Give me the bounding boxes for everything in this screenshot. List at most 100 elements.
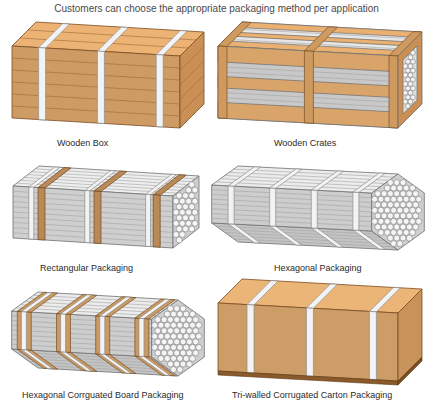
tube-end bbox=[176, 226, 182, 232]
tube-line bbox=[212, 209, 372, 217]
tube-end bbox=[391, 230, 397, 236]
tube-end bbox=[189, 215, 195, 221]
tube-end bbox=[161, 317, 167, 323]
corrugated-board bbox=[17, 349, 57, 369]
tube-end bbox=[372, 218, 378, 224]
tube-end bbox=[196, 344, 202, 350]
tube-end bbox=[179, 220, 185, 226]
end-face bbox=[398, 289, 422, 381]
steel-strap bbox=[247, 305, 254, 373]
tube-end bbox=[387, 213, 393, 219]
tube-end bbox=[174, 328, 180, 334]
pallet-skid bbox=[218, 371, 398, 385]
tube-end bbox=[381, 224, 387, 230]
tube-line bbox=[212, 199, 372, 207]
corrugated-board bbox=[135, 318, 149, 357]
tube-end bbox=[391, 185, 397, 191]
tube-line bbox=[212, 195, 372, 203]
tube-end bbox=[152, 333, 158, 339]
tube-end bbox=[411, 77, 416, 82]
tube-end bbox=[189, 333, 195, 339]
tube-end bbox=[189, 322, 195, 328]
steel-strap bbox=[97, 27, 128, 51]
caption: Rectangular Packaging bbox=[40, 263, 133, 274]
tube-end bbox=[189, 356, 195, 362]
tube-end bbox=[384, 230, 390, 236]
tube-end bbox=[180, 350, 186, 356]
tube-end bbox=[164, 356, 170, 362]
tube-end bbox=[174, 350, 180, 356]
tube-end bbox=[400, 235, 406, 241]
tri-walled-carton bbox=[218, 279, 422, 385]
tube-end bbox=[152, 322, 158, 328]
tube-end bbox=[186, 317, 192, 323]
tube-end bbox=[182, 215, 188, 221]
tube-end bbox=[384, 218, 390, 224]
steel-strap bbox=[100, 316, 105, 354]
tube-end bbox=[183, 322, 189, 328]
tube-end bbox=[180, 339, 186, 345]
tube-end bbox=[186, 339, 192, 345]
steel-strap bbox=[61, 314, 66, 352]
tube-end bbox=[189, 193, 195, 199]
tube-end bbox=[196, 322, 202, 328]
steel-strap bbox=[29, 187, 34, 239]
tube-end bbox=[406, 213, 412, 219]
plank-line bbox=[180, 61, 204, 85]
steel-strap bbox=[228, 167, 260, 186]
tube-end bbox=[179, 209, 185, 215]
tube-end bbox=[174, 317, 180, 323]
caption: Wooden Crates bbox=[274, 138, 336, 149]
steel-strap bbox=[85, 170, 116, 190]
bundle-face bbox=[212, 166, 398, 193]
tube-end bbox=[192, 187, 198, 193]
tube-end bbox=[403, 90, 408, 95]
tube-end bbox=[161, 350, 167, 356]
tube-end bbox=[400, 180, 406, 186]
tube-end bbox=[394, 191, 400, 197]
tube-end bbox=[192, 220, 198, 226]
tube-end bbox=[411, 95, 416, 100]
tube-line bbox=[12, 325, 152, 333]
tube-end bbox=[173, 198, 179, 204]
steel-strap bbox=[146, 194, 151, 246]
steel-strap bbox=[369, 287, 400, 311]
tube-end bbox=[406, 202, 412, 208]
steel-strap bbox=[39, 24, 70, 48]
bundle-face bbox=[12, 292, 178, 319]
tube-end bbox=[416, 207, 422, 213]
corrugated-board bbox=[56, 314, 70, 353]
tube-end bbox=[381, 213, 387, 219]
tube-end bbox=[186, 350, 192, 356]
tube-end bbox=[413, 202, 419, 208]
tube-end bbox=[176, 204, 182, 210]
tube-end bbox=[171, 367, 177, 373]
steel-strap bbox=[247, 281, 278, 305]
tube-end bbox=[409, 196, 415, 202]
tube-end bbox=[411, 50, 416, 55]
tube-end bbox=[391, 218, 397, 224]
end-opening bbox=[403, 46, 417, 114]
tube-end bbox=[394, 202, 400, 208]
tube-end bbox=[375, 224, 381, 230]
tube-end bbox=[408, 73, 413, 78]
tube-end bbox=[176, 215, 182, 221]
wood-spacer bbox=[38, 188, 45, 240]
tube-end bbox=[384, 207, 390, 213]
tube-end bbox=[155, 339, 161, 345]
tube-end bbox=[177, 322, 183, 328]
tube-end bbox=[171, 356, 177, 362]
tube-line bbox=[34, 295, 174, 303]
bundle-face bbox=[218, 46, 398, 128]
tube-end bbox=[180, 328, 186, 334]
wood-frame bbox=[389, 56, 398, 128]
tube-end bbox=[186, 198, 192, 204]
tube-end bbox=[400, 224, 406, 230]
tube-end bbox=[381, 191, 387, 197]
tube-end bbox=[400, 191, 406, 197]
tube-end bbox=[406, 95, 411, 100]
tube-end bbox=[177, 356, 183, 362]
corrugated-board bbox=[96, 316, 110, 355]
steel-strap bbox=[311, 190, 317, 228]
tube-end bbox=[406, 235, 412, 241]
